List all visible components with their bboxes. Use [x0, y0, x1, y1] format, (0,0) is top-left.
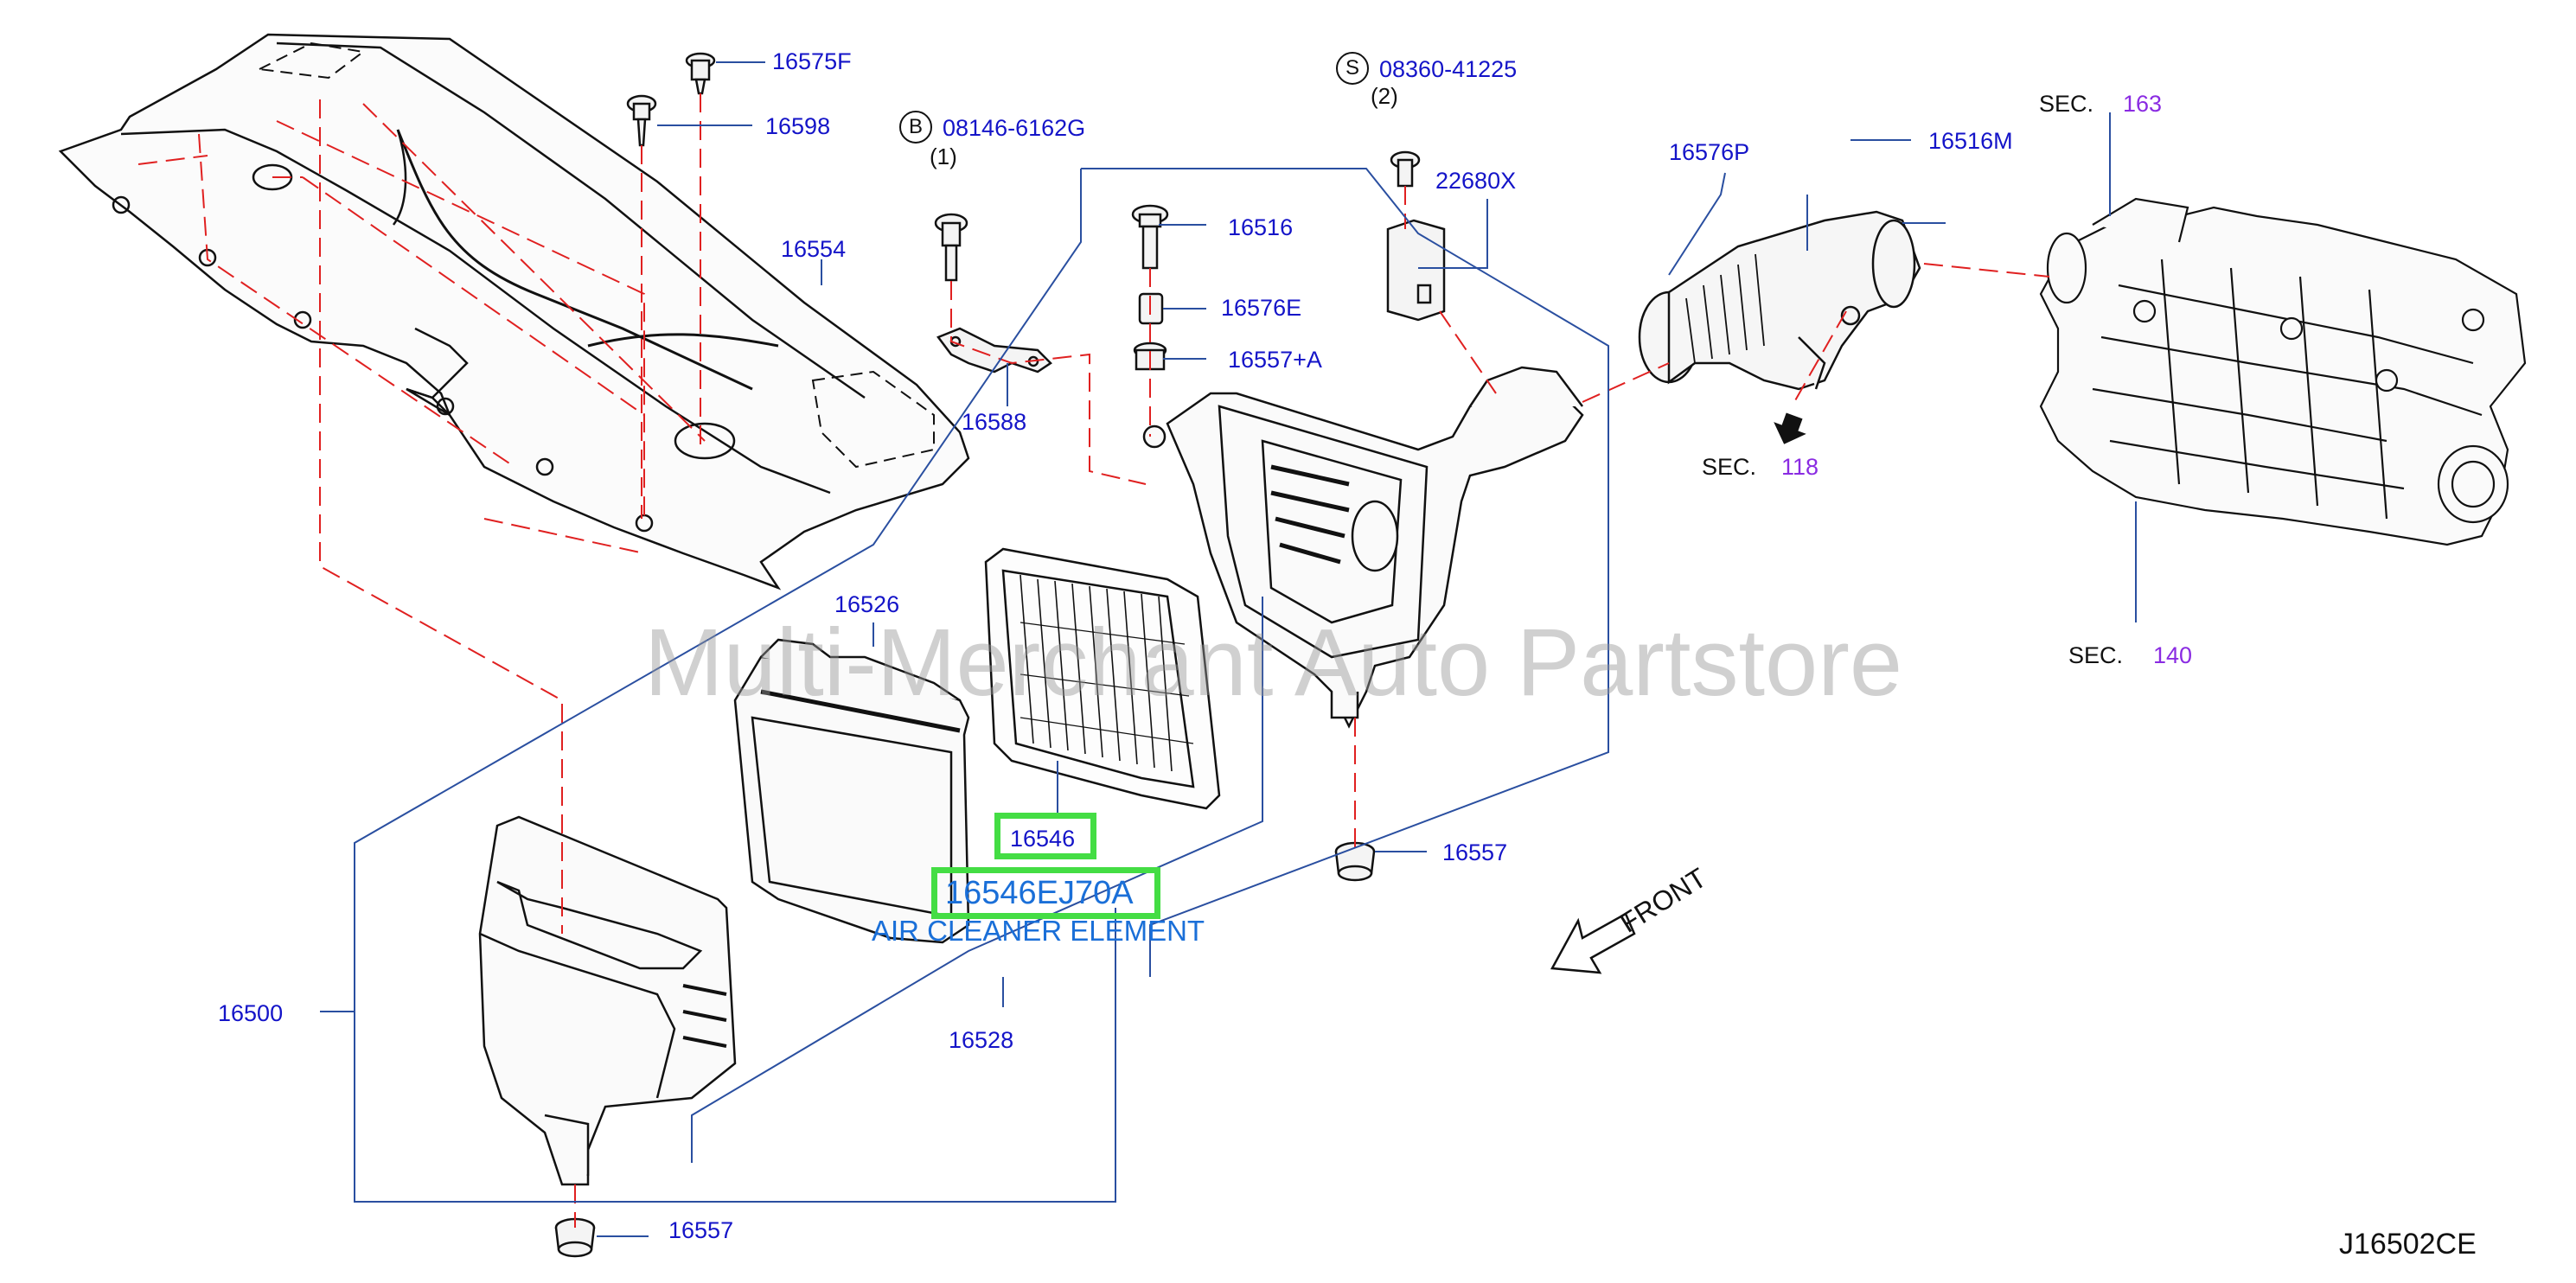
frame-16526 [733, 638, 970, 944]
callout-16516M[interactable]: 16516M [1928, 128, 2013, 154]
sec163-label: SEC. [2039, 91, 2094, 117]
sec140-label: SEC. [2068, 642, 2124, 668]
callout-16500[interactable]: 16500 [218, 1000, 284, 1026]
callout-16528[interactable]: 16528 [949, 1027, 1014, 1053]
callout-16557-right[interactable]: 16557 [1442, 839, 1508, 865]
highlight-part-number[interactable]: 16546EJ70A [945, 875, 1134, 911]
sec118-number[interactable]: 118 [1781, 454, 1819, 480]
diagram-code: J16502CE [2339, 1228, 2477, 1261]
sec163-number[interactable]: 163 [2123, 91, 2163, 117]
leader-lines [320, 61, 2137, 1237]
highlight-box-16546 [994, 813, 1096, 859]
sec118-label: SEC. [1702, 454, 1757, 480]
bolt-08146 [934, 213, 968, 282]
callout-16576E[interactable]: 16576E [1221, 295, 1302, 321]
clip-16575F [685, 52, 716, 95]
callout-16557-bottom[interactable]: 16557 [668, 1217, 734, 1243]
center-lines [137, 93, 2050, 1228]
sec140-number[interactable]: 140 [2153, 642, 2193, 668]
engine-cover-16554 [58, 33, 970, 590]
callout-16575F[interactable]: 16575F [772, 48, 852, 74]
callout-08360-41225[interactable]: 08360-41225 [1379, 56, 1518, 82]
bolt-16598 [626, 94, 657, 147]
bolt-16516 [1131, 204, 1169, 270]
highlight-description: AIR CLEANER ELEMENT [872, 915, 1205, 947]
grommet-16557-right [1334, 841, 1376, 882]
air-cleaner-element-16546 [984, 547, 1221, 810]
callout-16516[interactable]: 16516 [1228, 214, 1294, 240]
badge-s-icon: S [1336, 52, 1369, 85]
callout-16598[interactable]: 16598 [765, 113, 831, 139]
badge-b-icon: B [899, 111, 932, 144]
sec118-arrow [1774, 412, 1806, 444]
callout-16546[interactable]: 16546 [1010, 826, 1076, 852]
bracket-16588 [936, 327, 1052, 373]
qty-08146: (1) [930, 144, 957, 169]
bolt-08360 [1390, 150, 1421, 188]
callout-08146-6162G[interactable]: 08146-6162G [943, 115, 1086, 141]
callout-16588[interactable]: 16588 [962, 409, 1027, 435]
callout-16554[interactable]: 16554 [781, 236, 847, 262]
highlight-box-part-number [931, 867, 1160, 919]
callout-22680X[interactable]: 22680X [1435, 168, 1517, 194]
intake-manifold [2039, 197, 2527, 546]
front-arrow [1550, 912, 1636, 974]
airflow-sensor-22680X [1386, 219, 1446, 322]
air-duct-16576P [1638, 210, 1921, 391]
callout-16576P[interactable]: 16576P [1669, 139, 1750, 165]
callout-16526[interactable]: 16526 [834, 591, 900, 617]
watermark: Multi-Merchant Auto Partstore [644, 610, 1903, 716]
qty-08360: (2) [1371, 83, 1398, 109]
lower-air-cleaner-case [478, 815, 737, 1186]
grommet-16557-bottom [554, 1217, 596, 1258]
callout-16557A[interactable]: 16557+A [1228, 347, 1322, 373]
upper-air-cleaner-case [1142, 366, 1584, 729]
